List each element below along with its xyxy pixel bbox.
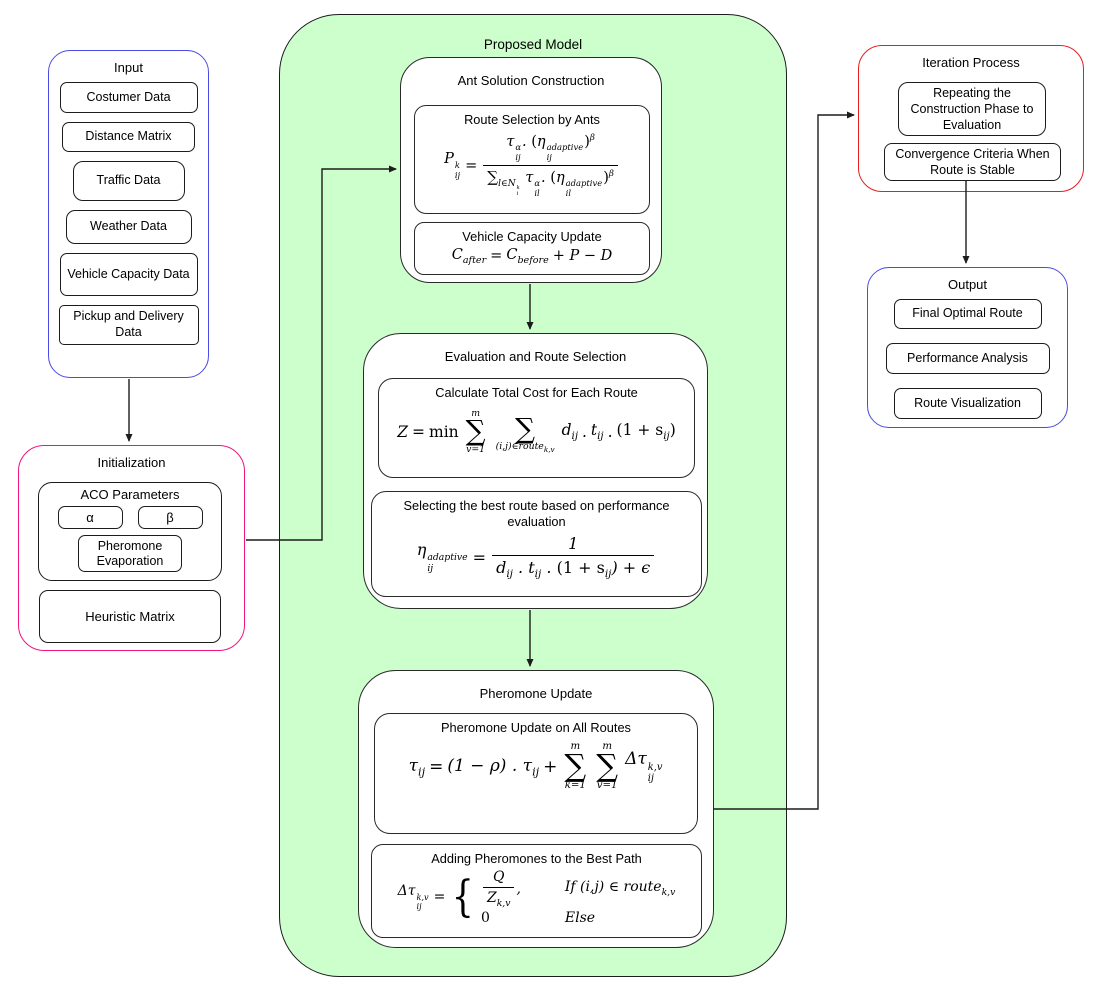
output-items: Final Optimal Route Performance Analysis…: [885, 299, 1050, 419]
input-item-customer-data: Costumer Data: [59, 82, 198, 113]
input-item-traffic-data: Traffic Data: [72, 161, 185, 201]
vehicle-capacity-title: Vehicle Capacity Update: [462, 229, 602, 244]
pheromone-evaporation-box: Pheromone Evaporation: [78, 535, 182, 572]
input-group: Input Costumer Data Distance Matrix Traf…: [48, 50, 209, 378]
pheromone-all-routes-box: Pheromone Update on All Routes τij = (1 …: [374, 713, 698, 834]
best-path-title: Adding Pheromones to the Best Path: [431, 851, 642, 866]
output-group: Output Final Optimal Route Performance A…: [867, 267, 1068, 428]
input-title: Input: [114, 60, 143, 75]
initialization-title: Initialization: [97, 455, 166, 470]
vehicle-capacity-formula: Cafter = Cbefore + P − D: [451, 246, 613, 266]
sum-over-ants: m∑k=1: [564, 740, 587, 792]
input-items: Costumer Data Distance Matrix Traffic Da…: [58, 82, 199, 345]
iteration-item-repeating: Repeating the Construction Phase to Eval…: [898, 82, 1046, 136]
iteration-process-group: Iteration Process Repeating the Construc…: [858, 45, 1084, 192]
initialization-group: Initialization ACO Parameters α β Pherom…: [18, 445, 245, 651]
best-route-box: Selecting the best route based on perfor…: [371, 491, 702, 597]
total-cost-formula: Z = min m∑v=1 ∑(i,j)∈routek,v dij . tij …: [397, 407, 676, 455]
output-title: Output: [947, 277, 988, 292]
total-cost-title: Calculate Total Cost for Each Route: [435, 385, 638, 400]
iteration-item-convergence: Convergence Criteria When Route is Stabl…: [884, 143, 1061, 181]
ant-solution-title: Ant Solution Construction: [457, 73, 605, 88]
input-item-vehicle-capacity-data: Vehicle Capacity Data: [59, 253, 198, 296]
cases-brace: {: [452, 871, 475, 922]
evaluation-route-selection: Evaluation and Route Selection Calculate…: [363, 333, 708, 609]
input-item-pickup-delivery-data: Pickup and Delivery Data: [58, 305, 199, 345]
pheromone-all-routes-title: Pheromone Update on All Routes: [441, 720, 631, 735]
aco-parameters-box: ACO Parameters α β Pheromone Evaporation: [38, 482, 222, 581]
evaluation-title: Evaluation and Route Selection: [444, 349, 627, 364]
best-route-title: Selecting the best route based on perfor…: [403, 498, 670, 529]
proposed-model-title: Proposed Model: [483, 37, 583, 52]
output-item-performance-analysis: Performance Analysis: [885, 343, 1050, 374]
sum-over-route-edges: ∑(i,j)∈routek,v: [495, 411, 555, 454]
output-item-route-visualization: Route Visualization: [893, 388, 1042, 419]
total-cost-box: Calculate Total Cost for Each Route Z = …: [378, 378, 695, 478]
sum-over-vehicles-2: m∑v=1: [596, 740, 619, 792]
adaptive-heuristic-fraction: 1 dij . tij . (1 + sij) + ϵ: [492, 534, 655, 580]
alpha-parameter: α: [57, 506, 123, 529]
heuristic-matrix-box: Heuristic Matrix: [39, 590, 221, 643]
input-item-weather-data: Weather Data: [65, 210, 192, 244]
route-selection-title: Route Selection by Ants: [464, 112, 600, 127]
pheromone-update-title: Pheromone Update: [479, 686, 593, 701]
output-item-final-optimal-route: Final Optimal Route: [893, 299, 1042, 329]
aco-parameters-title: ACO Parameters: [80, 487, 180, 502]
iteration-process-title: Iteration Process: [922, 55, 1020, 70]
vehicle-capacity-box: Vehicle Capacity Update Cafter = Cbefore…: [414, 222, 650, 275]
aco-parameters-row: α β: [39, 506, 221, 529]
beta-parameter: β: [137, 506, 203, 529]
pheromone-update: Pheromone Update Pheromone Update on All…: [358, 670, 714, 948]
input-item-distance-matrix: Distance Matrix: [62, 122, 195, 152]
sum-over-vehicles: m∑v=1: [465, 407, 486, 455]
ant-solution-construction: Ant Solution Construction Route Selectio…: [400, 57, 662, 283]
